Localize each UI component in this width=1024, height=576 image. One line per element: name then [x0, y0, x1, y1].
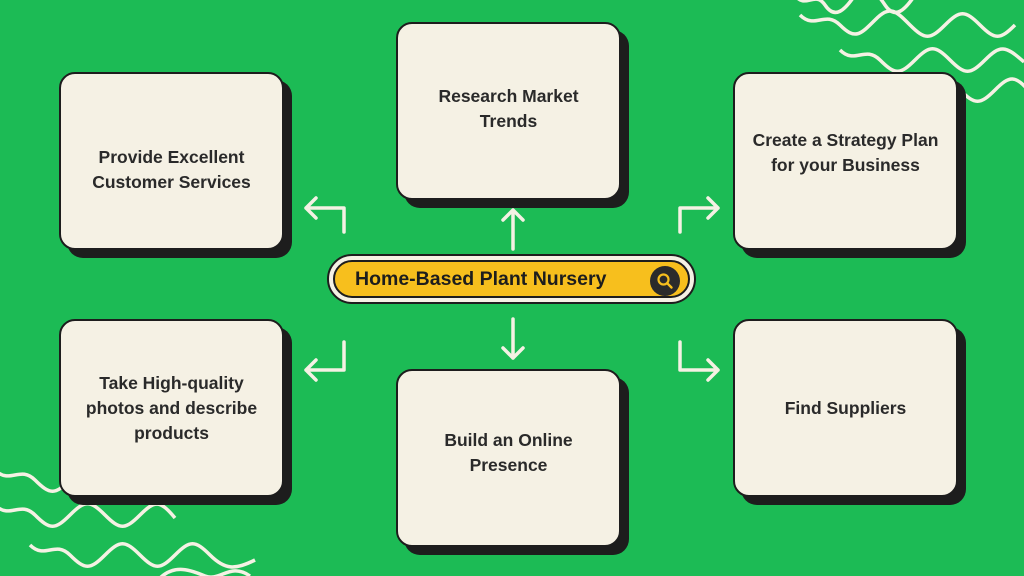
- node-label: Create a Strategy Plan for your Business: [752, 130, 939, 175]
- arrow-down-icon: [501, 317, 525, 360]
- node-customer-services: Provide Excellent Customer Services: [59, 72, 284, 250]
- node-online-presence: Build an Online Presence: [396, 369, 621, 547]
- search-icon: [650, 266, 680, 296]
- central-topic-label: Home-Based Plant Nursery: [355, 267, 607, 290]
- node-label: Provide Excellent Customer Services: [92, 147, 251, 192]
- node-label: Research Market Trends: [438, 86, 579, 131]
- node-label: Take High-quality photos and describe pr…: [85, 373, 258, 443]
- arrow-up-icon: [501, 208, 525, 251]
- arrow-turn-right-down-icon: [678, 340, 720, 382]
- node-label: Find Suppliers: [784, 398, 907, 418]
- arrow-turn-left-down-icon: [304, 340, 346, 382]
- arrow-turn-left-up-icon: [304, 196, 346, 234]
- central-topic-pill: Home-Based Plant Nursery: [327, 254, 696, 304]
- node-find-suppliers: Find Suppliers: [733, 319, 958, 497]
- arrow-turn-right-up-icon: [678, 196, 720, 234]
- node-label: Build an Online Presence: [444, 430, 573, 475]
- node-strategy-plan: Create a Strategy Plan for your Business: [733, 72, 958, 250]
- central-topic-bar: Home-Based Plant Nursery: [333, 260, 690, 298]
- node-research-market-trends: Research Market Trends: [396, 22, 621, 200]
- node-photos-products: Take High-quality photos and describe pr…: [59, 319, 284, 497]
